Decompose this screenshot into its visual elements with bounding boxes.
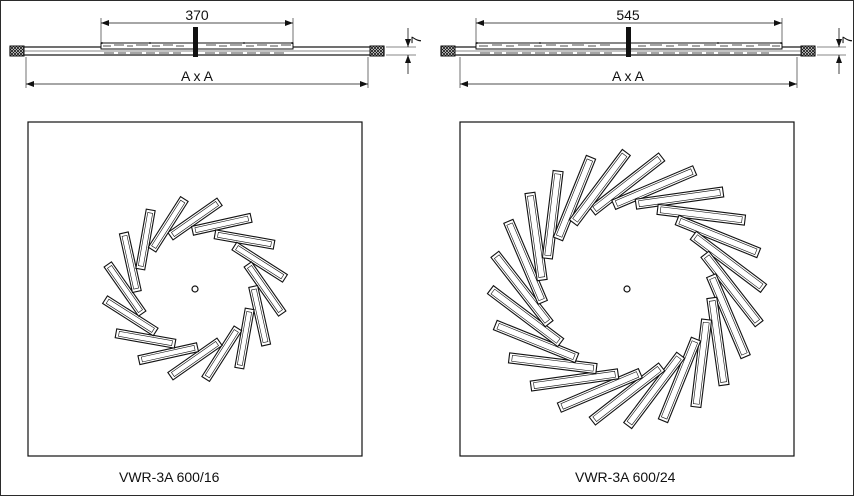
diffuser-blade [657, 336, 702, 424]
left-spindle [193, 27, 198, 57]
diffuser-blade [705, 273, 751, 360]
diffuser-blade [556, 367, 643, 413]
diffuser-blade [674, 214, 762, 259]
diffuser-blade [167, 197, 223, 241]
diffuser-blade [248, 284, 272, 347]
diffuser-blade [611, 165, 698, 211]
diffuser-blade [524, 191, 548, 282]
diffuser-blade [552, 154, 597, 242]
left-center-pin [191, 285, 199, 293]
diffuser-blade [135, 208, 156, 271]
diffuser-blade [588, 152, 666, 216]
diffuser-blade [147, 195, 189, 253]
diffuser-blade [190, 212, 253, 236]
diffuser-blade [234, 307, 255, 370]
dim-left-overall: A x A [181, 68, 214, 84]
diffuser-blade [690, 318, 713, 409]
diffuser-blade [541, 169, 564, 260]
diffuser-blade [114, 328, 177, 349]
diffuser-blade [492, 319, 580, 364]
right-blade-profiles [476, 42, 782, 54]
caption-right: VWR-3A 600/24 [575, 469, 676, 485]
diffuser-blade [201, 325, 243, 383]
diffuser-blade [490, 250, 554, 328]
right-blade-ring [486, 148, 768, 430]
diffuser-blade [101, 295, 159, 337]
diffuser-blade [689, 230, 768, 294]
dim-right-height: 7 [839, 36, 855, 44]
diffuser-blade [529, 368, 620, 392]
diffuser-blade [486, 284, 565, 348]
diffuser-blade [231, 241, 289, 283]
right-side-view [440, 18, 846, 88]
dim-right-overall: A x A [612, 68, 645, 84]
diffuser-blade [137, 342, 200, 366]
diffuser-blade [103, 261, 147, 317]
left-blade-ring [101, 195, 289, 383]
right-center-pin [623, 285, 631, 293]
caption-left: VWR-3A 600/16 [119, 469, 220, 485]
diffuser-blade [706, 296, 730, 387]
diffuser-blade [588, 362, 666, 426]
diffuser-blade [568, 148, 632, 227]
diffuser-blade [503, 218, 549, 305]
diffuser-blade [167, 337, 223, 381]
left-side-view [9, 18, 416, 88]
dim-left-height: 7 [408, 36, 424, 44]
diffuser-blade [656, 203, 747, 226]
diffuser-blade [243, 261, 287, 317]
left-blade-profiles [101, 42, 293, 54]
dim-right-width: 545 [616, 7, 640, 23]
diffuser-blade [622, 351, 686, 430]
dim-left-width: 370 [185, 7, 209, 23]
diffuser-blade [213, 229, 276, 250]
diffuser-blade [634, 186, 725, 210]
diffuser-blade [118, 231, 142, 294]
right-spindle [626, 27, 631, 57]
diffuser-blade [700, 250, 764, 328]
diffuser-blade [507, 352, 598, 375]
